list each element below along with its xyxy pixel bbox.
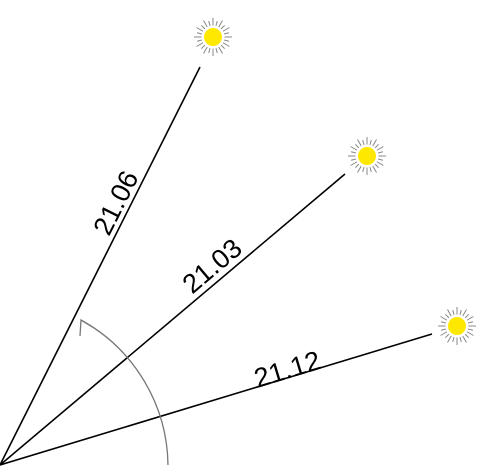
sun-core [448,317,466,335]
sun-ray [357,165,362,173]
sun-ray [459,336,462,343]
angle-arc [80,319,169,466]
sun-ray [203,20,208,28]
sun-ray [208,20,211,27]
sun-ray [218,20,223,28]
sun-ray [376,161,384,166]
sun-ray [452,309,455,316]
sun-ray [374,163,380,169]
sun-ray [208,47,211,54]
sun-core [204,28,222,46]
sun-ray [466,316,474,321]
sun-ray [222,42,230,47]
sun-ray [203,46,208,54]
sun-ray [372,139,377,147]
sun-ray [362,166,365,173]
sun-ray [220,24,226,30]
label-top: 21.06 [87,166,144,240]
sun-ray [464,333,470,339]
sun-ray [369,166,372,173]
sun-ray [196,27,204,32]
sun-ray [223,39,230,42]
sun-ray [350,146,358,151]
ray-top [0,66,201,466]
sun-ray [350,158,357,161]
suns-group [194,18,476,345]
sun-ray [223,32,230,35]
sun-ray [362,139,365,146]
sun-ray [196,42,204,47]
sun-ray [459,309,462,316]
sun-ray [376,146,384,151]
sun-ray [467,328,474,331]
label-middle: 21.03 [177,233,248,300]
sun-core [358,147,376,165]
sun-ray [200,24,206,30]
sun-ray [222,27,230,32]
sun-ray [200,44,206,50]
sun-ray [464,313,470,319]
sun-ray [466,331,474,336]
sun-ray [440,321,447,324]
sun-ray [440,331,448,336]
sun-ray [218,46,223,54]
sun-ray [372,165,377,173]
ray-bottom [0,333,433,466]
sun-ray [374,143,380,149]
sun-ray [354,143,360,149]
sun-ray [462,335,467,343]
sun-ray [467,321,474,324]
sun-ray [350,161,358,166]
sun-ray [447,335,452,343]
label-bottom: 21.12 [251,345,324,393]
sun-ray [220,44,226,50]
sun-ray [369,139,372,146]
sun-icon-bottom [438,307,476,345]
sun-ray [357,139,362,147]
sun-ray [196,32,203,35]
sun-ray [462,309,467,317]
sun-ray [440,316,448,321]
sun-ray [215,20,218,27]
sun-ray [452,336,455,343]
sun-ray [215,47,218,54]
sun-ray [196,39,203,42]
sun-icon-top [194,18,232,56]
sun-ray [440,328,447,331]
sun-ray [447,309,452,317]
sun-ray [377,151,384,154]
sun-ray [377,158,384,161]
sun-ray [350,151,357,154]
sun-icon-middle [348,137,386,175]
sun-ray [444,313,450,319]
arrowhead-icon [79,318,95,337]
sun-ray [444,333,450,339]
sun-ray [354,163,360,169]
ray-middle [0,173,346,466]
